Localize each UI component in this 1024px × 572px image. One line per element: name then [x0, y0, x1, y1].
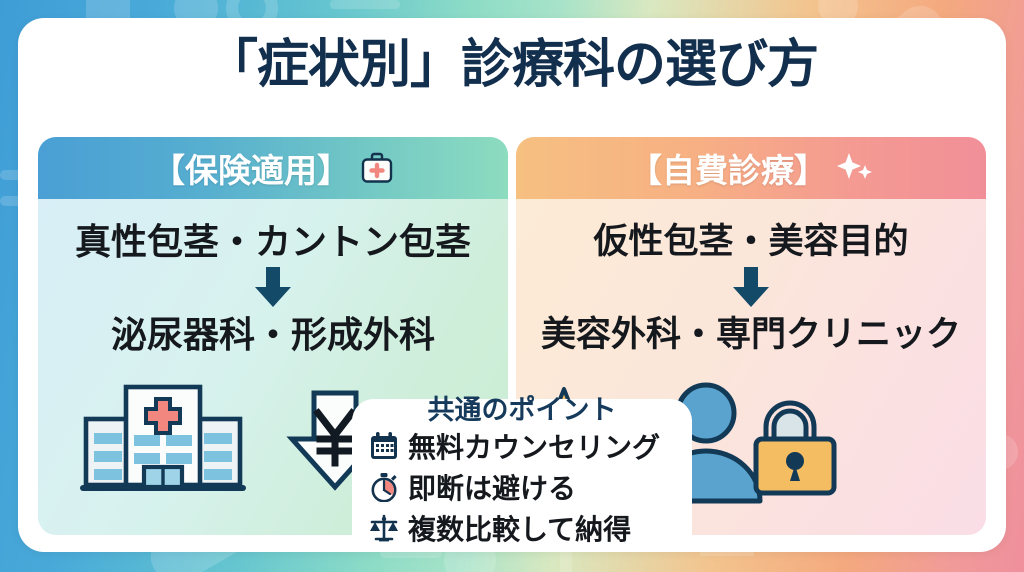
- panel-insurance-body: 真性包茎・カントン包茎 泌尿器科・形成外科: [38, 199, 508, 535]
- page-title: 「症状別」診療科の選び方: [205, 36, 819, 94]
- panel-selfpay-header: 【自費診療】: [516, 137, 986, 199]
- panel-insurance-to-label: 泌尿器科・形成外科: [110, 314, 435, 355]
- panel-selfpay-header-label: 【自費診療】: [629, 152, 827, 189]
- panel-selfpay-body: 仮性包茎・美容目的 美容外科・専門クリニック: [516, 199, 986, 535]
- common-point-item: 無料カウンセリング: [369, 425, 679, 466]
- panel-insurance-arrow: [38, 265, 508, 309]
- hospital-building-icon: [80, 384, 246, 491]
- panel-selfpay-to-label: 美容外科・専門クリニック: [540, 315, 961, 354]
- calendar-icon: [369, 431, 399, 461]
- medical-bag-icon: [361, 152, 393, 183]
- common-points-title: 共通のポイント: [427, 395, 617, 425]
- panel-selfpay-arrow: [516, 265, 986, 309]
- sparkle-icon: [837, 153, 872, 179]
- common-point-label: 複数比較して納得: [408, 513, 632, 545]
- scales-icon: [369, 513, 399, 543]
- stopwatch-icon: [369, 472, 399, 502]
- panel-insurance-header: 【保険適用】: [38, 137, 508, 199]
- common-points-card: 共通のポイント: [352, 395, 692, 552]
- down-arrow-icon: [733, 267, 769, 307]
- common-point-item: 複数比較して納得: [369, 507, 679, 548]
- panel-insurance: 【保険適用】 真性包茎・カントン包茎 泌尿器科・形成外科: [38, 137, 508, 535]
- common-points-list: 無料カウンセリング 即断は避ける: [369, 425, 679, 548]
- common-point-item: 即断は避ける: [369, 466, 679, 507]
- down-arrow-icon: [255, 267, 291, 307]
- panel-selfpay-from-label: 仮性包茎・美容目的: [593, 222, 909, 261]
- common-point-label: 無料カウンセリング: [408, 431, 661, 463]
- panel-insurance-from-label: 真性包茎・カントン包茎: [74, 221, 471, 262]
- main-card: 「症状別」診療科の選び方 【保険適用】 真性包茎・カントン包茎 泌尿器科・: [18, 18, 1006, 552]
- common-point-label: 即断は避ける: [408, 472, 577, 504]
- panel-insurance-header-label: 【保険適用】: [152, 152, 350, 189]
- panel-insurance-illustrations: [38, 361, 508, 531]
